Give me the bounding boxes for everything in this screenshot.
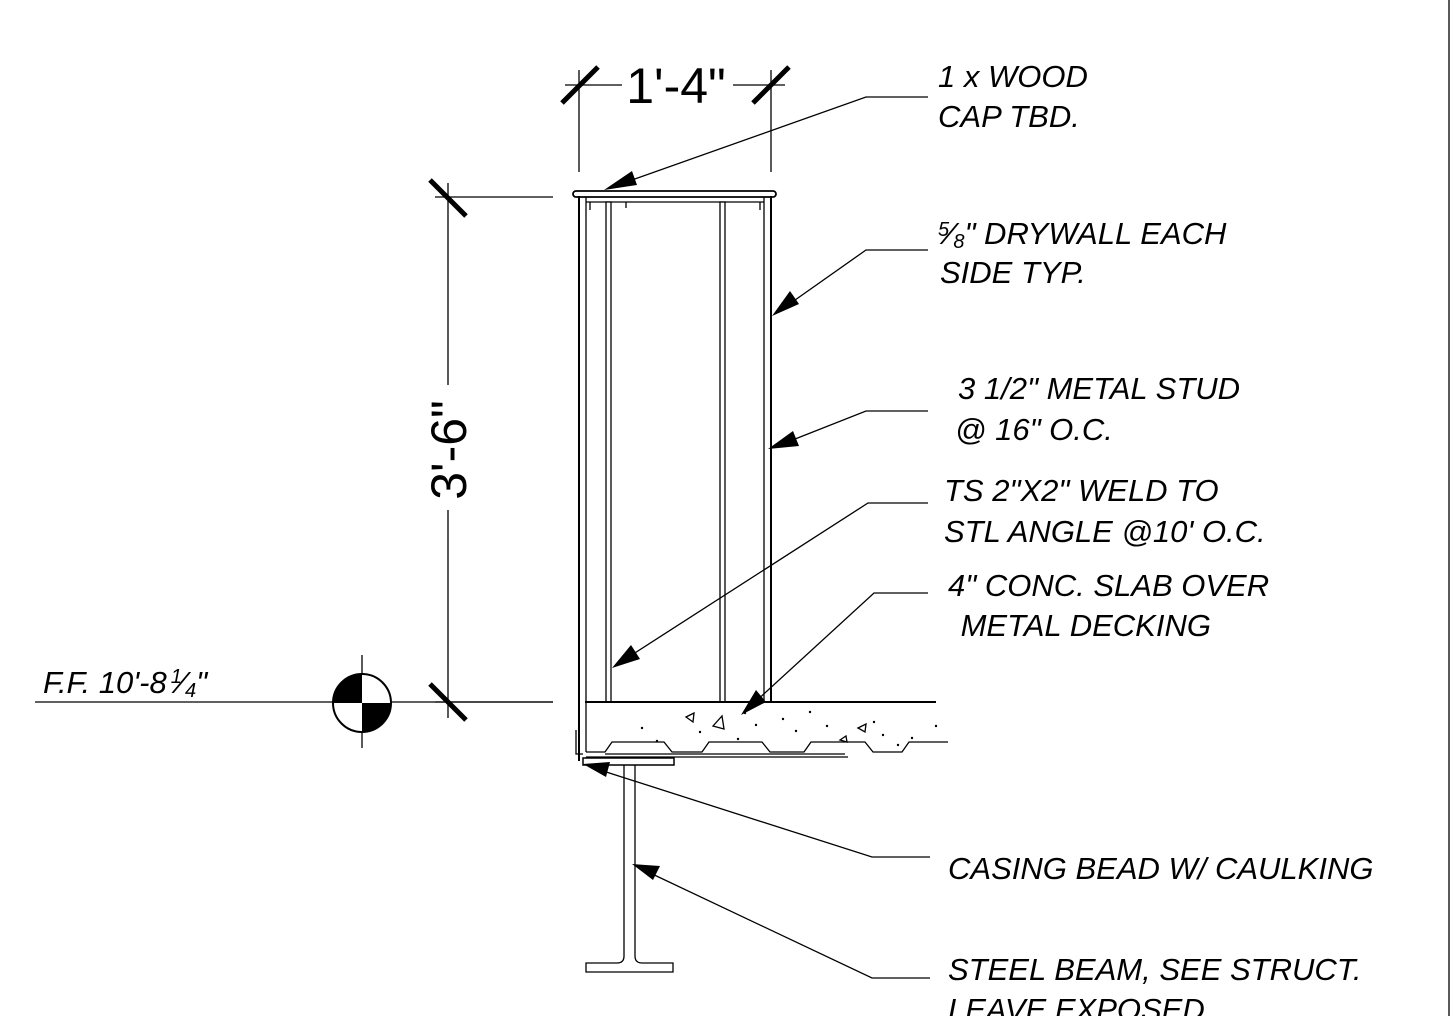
aggregate-triangle-4	[838, 734, 848, 743]
aggregate-dot	[808, 710, 812, 714]
leader-wood-cap	[617, 96, 928, 186]
metal-stud-left	[605, 201, 612, 703]
aggregate-dot	[872, 720, 876, 724]
note-slab-line2: METAL DECKING	[952, 608, 1211, 643]
aggregate-dot	[754, 723, 758, 727]
arrow-drywall	[772, 291, 799, 316]
arrow-casing-bead	[583, 762, 610, 777]
aggregate-dot	[698, 730, 702, 734]
concrete-slab	[585, 701, 948, 758]
aggregate-dot	[655, 739, 659, 743]
note-ts-weld-line1: TS 2"X2" WELD TO	[944, 473, 1219, 508]
aggregate-dot	[896, 743, 900, 747]
leader-steel-beam	[647, 871, 930, 979]
aggregate-dot	[781, 717, 785, 721]
aggregate-dot	[640, 726, 644, 730]
aggregate-dot	[910, 736, 914, 740]
elevation-fraction-numerator: 1	[171, 666, 182, 688]
aggregate-dot	[825, 724, 829, 728]
aggregate-triangle-3	[856, 722, 867, 734]
arrow-ts-weld	[612, 645, 640, 668]
note-steel-beam-line1: STEEL BEAM, SEE STRUCT.	[948, 952, 1361, 987]
beam-top-flange	[582, 757, 675, 766]
note-wood-cap-line2: CAP TBD.	[938, 99, 1080, 134]
steel-beam	[575, 730, 675, 973]
note-metal-stud-line2: @ 16" O.C.	[955, 412, 1113, 447]
datum-quadrant-bottom-right	[362, 703, 391, 732]
datum-quadrant-top-left	[333, 674, 362, 703]
metal-deck-profile	[586, 741, 948, 753]
casing-bead	[575, 730, 583, 755]
aggregate-dot	[934, 724, 938, 728]
aggregate-dot	[881, 733, 885, 737]
height-dimension-label: 3'-6"	[421, 400, 477, 500]
width-tick-left	[560, 65, 600, 105]
width-dimension: 1'-4"	[560, 58, 791, 172]
leader-drywall	[787, 249, 928, 306]
leader-slab	[753, 592, 928, 704]
arrow-steel-beam	[632, 864, 660, 880]
leader-metal-stud	[789, 410, 928, 442]
note-casing-bead: CASING BEAD W/ CAULKING	[948, 851, 1373, 886]
leader-ts-weld	[626, 502, 928, 659]
height-dimension: 3'-6"	[421, 178, 553, 722]
width-dimension-label: 1'-4"	[626, 58, 726, 114]
note-steel-beam-line2: LEAVE EXPOSED	[948, 992, 1205, 1016]
drywall-fraction-numerator: 5	[938, 219, 950, 241]
note-drywall-line1: 5⁄8" DRYWALL EACH	[938, 216, 1227, 253]
metal-stud-right	[719, 201, 726, 703]
leaders	[583, 96, 930, 979]
leader-casing-bead	[599, 769, 930, 858]
aggregate-triangle-1	[711, 714, 725, 730]
note-ts-weld-line2: STL ANGLE @10' O.C.	[944, 514, 1266, 549]
elevation-fraction-denominator: 4	[185, 680, 196, 702]
arrow-wood-cap	[604, 171, 637, 190]
aggregate-dot	[794, 729, 798, 733]
arrow-metal-stud	[768, 431, 799, 449]
width-tick-right	[751, 65, 791, 105]
wood-cap	[572, 190, 777, 198]
wall-assembly	[572, 190, 777, 761]
aggregate-dot	[736, 737, 740, 741]
note-slab-line1: 4" CONC. SLAB OVER	[948, 568, 1269, 603]
note-metal-stud-line1: 3 1/2" METAL STUD	[958, 371, 1240, 406]
height-tick-top	[428, 178, 468, 218]
beam-web	[585, 765, 674, 973]
drywall-fraction-denominator: 8	[953, 231, 964, 253]
arrow-slab	[741, 690, 766, 715]
note-drywall-line2: SIDE TYP.	[940, 255, 1086, 290]
annotation-notes: 1 x WOOD CAP TBD. 5⁄8" DRYWALL EACH SIDE…	[938, 59, 1373, 1016]
note-wood-cap-line1: 1 x WOOD	[938, 59, 1088, 94]
aggregate-triangle-2	[684, 711, 695, 724]
